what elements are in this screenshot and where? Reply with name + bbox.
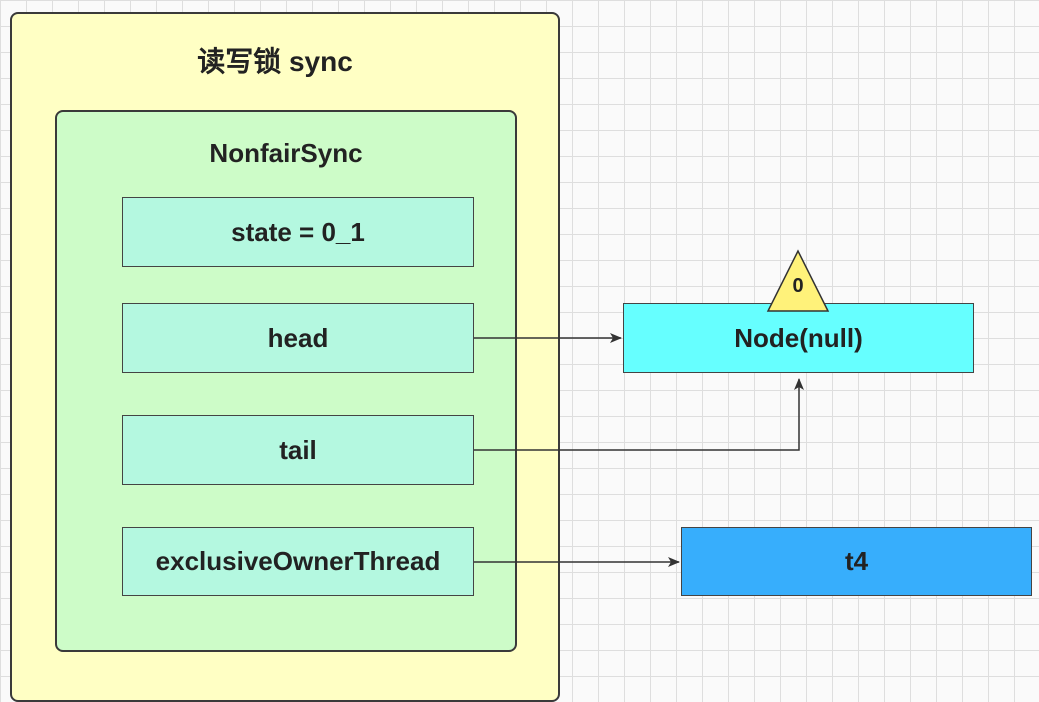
thread-t4-box: t4 (681, 527, 1032, 596)
sync-title: 读写锁 sync (197, 46, 353, 77)
tail-arrow (474, 378, 804, 451)
head-field: head (122, 303, 474, 373)
node-null-box: Node(null) (623, 303, 974, 373)
nonfair-sync-title: NonfairSync (209, 138, 363, 168)
exclusive-owner-thread-field: exclusiveOwnerThread (122, 527, 474, 596)
wait-status-label: 0 (792, 275, 804, 297)
tail-field: tail (122, 415, 474, 485)
connector-layer (474, 249, 830, 567)
wait-status-triangle (766, 249, 830, 312)
state-field: state = 0_1 (122, 197, 474, 267)
